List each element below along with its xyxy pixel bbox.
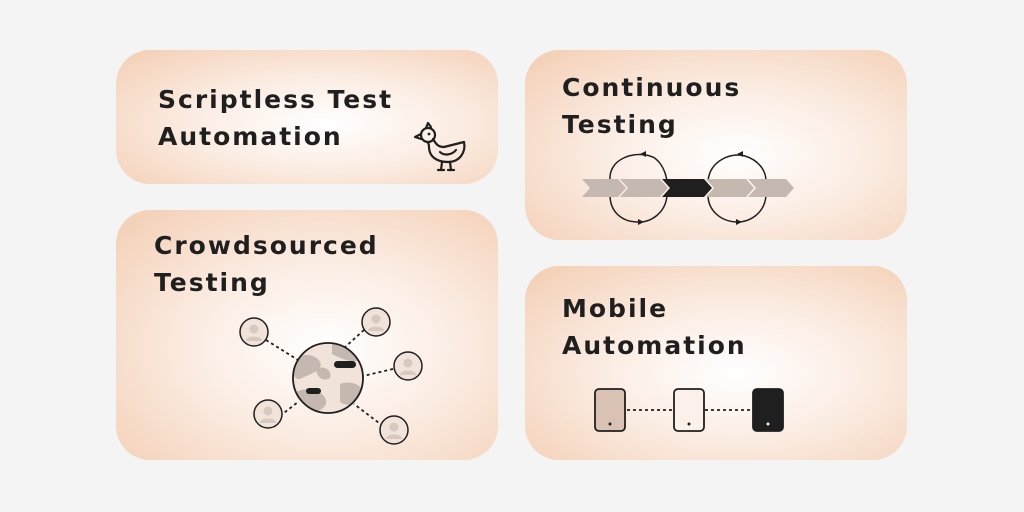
card-title: Continuous Testing [562, 69, 741, 143]
person-icon [361, 307, 391, 337]
card-title: Mobile Automation [562, 290, 747, 364]
pipeline-chevron [706, 179, 754, 197]
connected-phones-icon [594, 388, 784, 432]
title-line: Mobile [562, 294, 669, 323]
phone-icon [752, 388, 784, 432]
card-title: Crowdsourced Testing [154, 227, 379, 301]
pipeline-chevron-active [662, 179, 712, 197]
arrow-head [736, 219, 742, 225]
cycle-arc [609, 153, 668, 182]
phone-icon [673, 388, 705, 432]
phone-icon [594, 388, 626, 432]
card-title: Scriptless Test Automation [158, 81, 393, 155]
cycle-arc [707, 194, 767, 223]
connector [265, 339, 299, 361]
card-mobile-automation: Mobile Automation [525, 266, 907, 460]
title-line: Testing [154, 268, 270, 297]
person-icon [393, 351, 423, 381]
person-icon [239, 317, 269, 347]
person-icon [253, 399, 283, 429]
connector [362, 368, 394, 377]
title-line: Scriptless Test [158, 85, 394, 114]
card-scriptless-test-automation: Scriptless Test Automation [116, 50, 498, 184]
title-line: Automation [158, 122, 343, 151]
cycle-arc [707, 154, 767, 182]
person-icon [379, 415, 409, 445]
connector [353, 403, 384, 427]
cycle-arc [609, 194, 668, 223]
pipeline-chevron [582, 179, 626, 197]
connector [279, 401, 299, 417]
arrow-head [638, 219, 644, 225]
title-line: Testing [562, 110, 678, 139]
title-line: Crowdsourced [154, 231, 379, 260]
card-continuous-testing: Continuous Testing [525, 50, 907, 240]
title-line: Continuous [562, 73, 742, 102]
title-line: Automation [562, 331, 747, 360]
arrow-head [640, 151, 646, 157]
globe-network-icon [239, 307, 423, 445]
pipeline-chevron [748, 179, 794, 197]
pipeline-chevron [620, 179, 668, 197]
duck-icon [413, 121, 466, 172]
pipeline-cycle-icon [582, 151, 794, 225]
arrow-head [737, 151, 743, 157]
card-crowdsourced-testing: Crowdsourced Testing [116, 210, 498, 460]
connector [343, 329, 365, 349]
